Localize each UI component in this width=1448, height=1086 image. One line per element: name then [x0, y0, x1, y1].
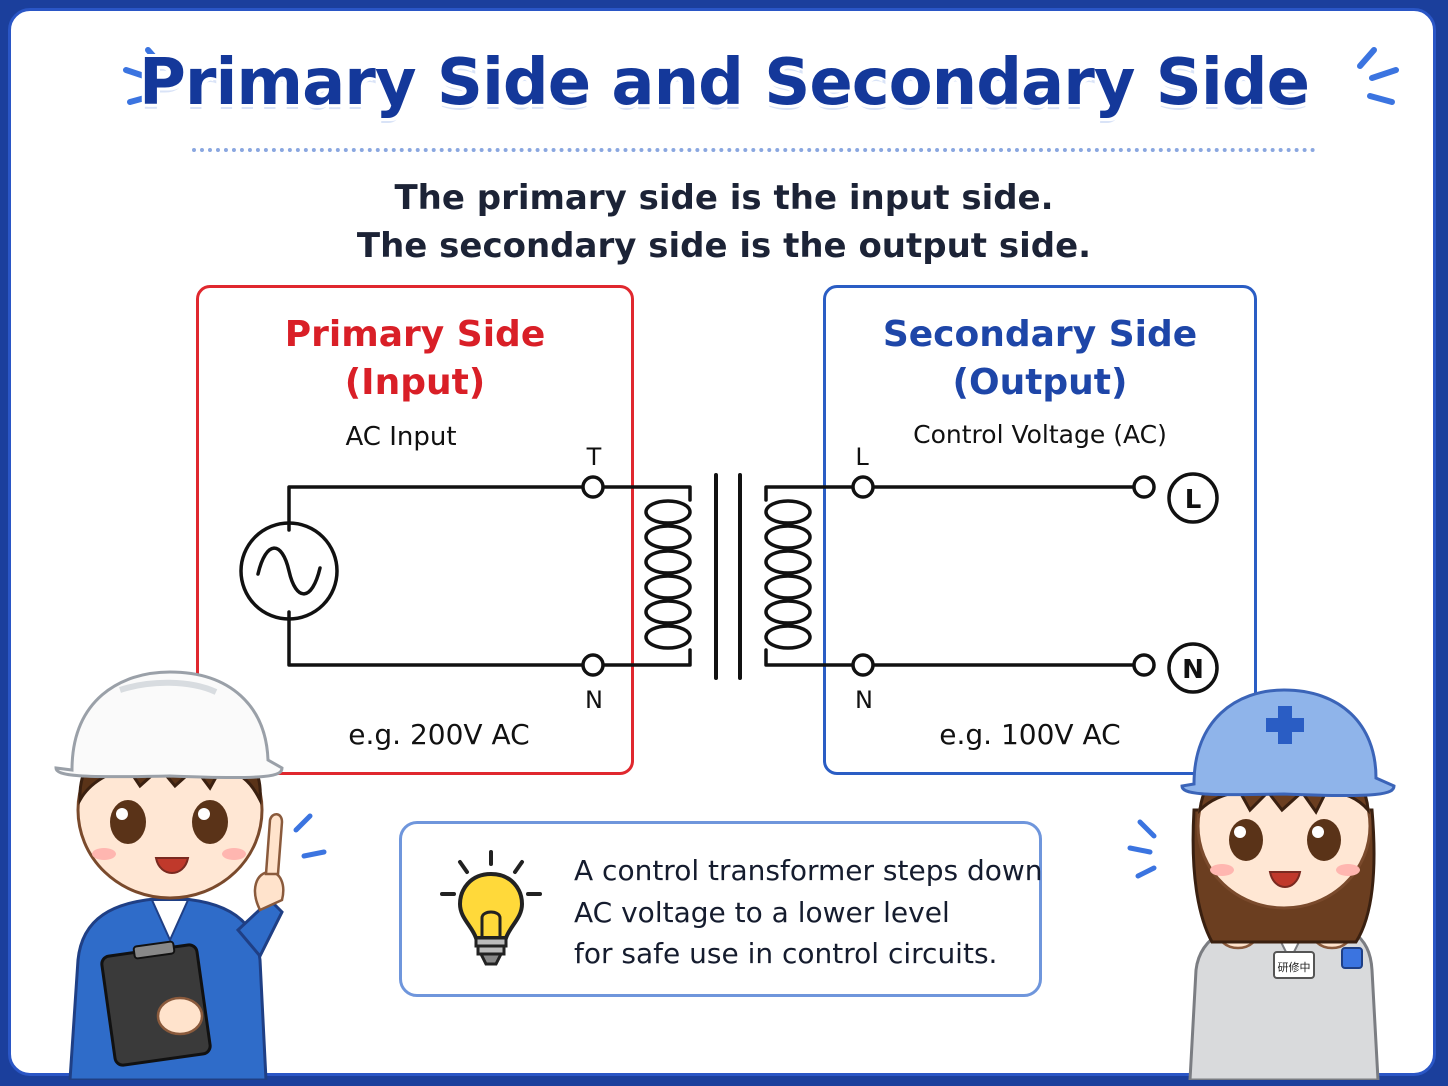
secondary-terminal-n	[851, 653, 875, 677]
output-terminal-l	[1132, 475, 1156, 499]
note-line-2: AC voltage to a lower level	[574, 896, 950, 929]
primary-side-subtitle: (Input)	[344, 362, 486, 403]
output-label-n: N	[1182, 655, 1204, 685]
ac-source-symbol	[239, 521, 339, 621]
title-divider	[192, 148, 1316, 152]
terminal-label-l: L	[855, 443, 869, 471]
secondary-example-voltage: e.g. 100V AC	[939, 718, 1121, 751]
secondary-coil-top-lead	[764, 485, 854, 502]
primary-coil-bottom-lead	[602, 648, 692, 667]
title-sparkle-right-icon	[1357, 47, 1399, 105]
output-marker-n	[1167, 642, 1219, 694]
primary-coil	[644, 499, 692, 650]
terminal-label-n-primary: N	[585, 686, 603, 714]
secondary-side-title: Secondary Side	[882, 314, 1198, 355]
note-line-1: A control transformer steps down	[574, 854, 1043, 887]
secondary-terminal-l	[851, 475, 875, 499]
subtitle-line-2: The secondary side is the output side.	[356, 226, 1092, 266]
primary-example-voltage: e.g. 200V AC	[348, 718, 530, 751]
output-terminal-n	[1132, 653, 1156, 677]
trainee-badge-text: 研修中	[1278, 960, 1311, 974]
terminal-label-n-secondary: N	[855, 686, 873, 714]
output-marker-l	[1167, 472, 1219, 524]
note-line-3: for safe use in control circuits.	[574, 937, 998, 970]
primary-input-label: AC Input	[345, 422, 457, 452]
page-title: Primary Side and Secondary Side	[139, 46, 1310, 120]
primary-terminal-t	[581, 475, 605, 499]
control-voltage-label: Control Voltage (AC)	[913, 420, 1167, 449]
primary-side-panel: Primary Side (Input) AC Input e.g. 200V …	[196, 285, 634, 775]
secondary-coil-bottom-lead	[764, 648, 854, 667]
secondary-side-subtitle: (Output)	[952, 362, 1128, 403]
info-note-box: A control transformer steps down AC volt…	[399, 821, 1043, 997]
boy-worker-illustration	[54, 670, 327, 1080]
primary-coil-top-lead	[602, 485, 692, 502]
light-bulb-icon	[440, 850, 542, 966]
sine-wave-icon	[256, 546, 322, 596]
primary-terminal-n	[581, 653, 605, 677]
primary-bottom-wire	[287, 610, 585, 667]
terminal-label-t: T	[586, 443, 602, 471]
title-sparkle-left-icon	[123, 47, 165, 105]
primary-top-wire	[287, 485, 585, 532]
primary-side-title: Primary Side	[284, 314, 546, 355]
girl-worker-illustration: 研修中	[1127, 688, 1396, 1080]
secondary-side-panel: Secondary Side (Output) Control Voltage …	[823, 285, 1257, 775]
subtitle-line-1: The primary side is the input side.	[394, 178, 1054, 218]
cross-emblem-icon	[1266, 706, 1304, 744]
output-label-l: L	[1185, 485, 1202, 515]
secondary-coil	[764, 499, 812, 650]
